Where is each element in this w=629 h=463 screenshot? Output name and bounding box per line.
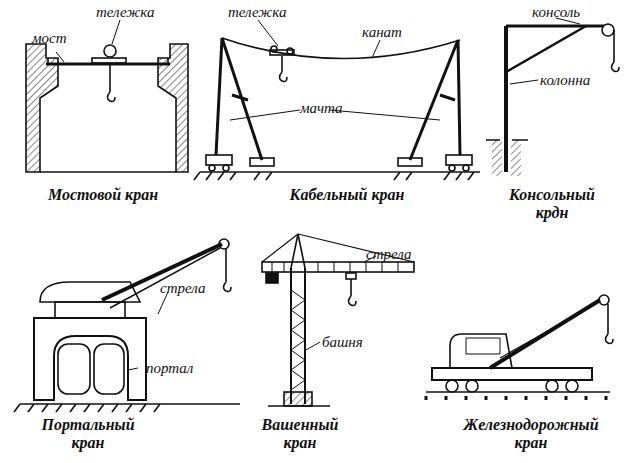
part-label: тележка (228, 4, 286, 21)
leader-lines (56, 18, 580, 62)
caption: Портальный кран (32, 416, 144, 453)
part-label: стрела (366, 246, 412, 263)
part-label: портал (146, 360, 193, 377)
part-label: мост (32, 30, 67, 47)
console-crane (486, 24, 619, 176)
part-label: башня (322, 334, 363, 351)
caption: Железнодорожный кран (452, 416, 610, 453)
portal-crane (14, 239, 240, 412)
railway-crane (426, 295, 613, 400)
caption: Кабельный кран (262, 186, 432, 204)
part-label: колонна (540, 72, 590, 89)
part-label: мачта (300, 100, 343, 117)
cable-crane (194, 38, 480, 180)
part-label: консоль (532, 4, 580, 21)
caption: Консольный крдн (494, 186, 610, 223)
part-label: стрела (160, 280, 206, 297)
bridge-crane (26, 44, 188, 172)
caption: Мостовой кран (28, 186, 178, 204)
part-label: тележка (96, 4, 154, 21)
tower-crane (262, 234, 414, 406)
part-label: канат (362, 24, 402, 41)
caption: Вашенный кран (252, 416, 348, 453)
